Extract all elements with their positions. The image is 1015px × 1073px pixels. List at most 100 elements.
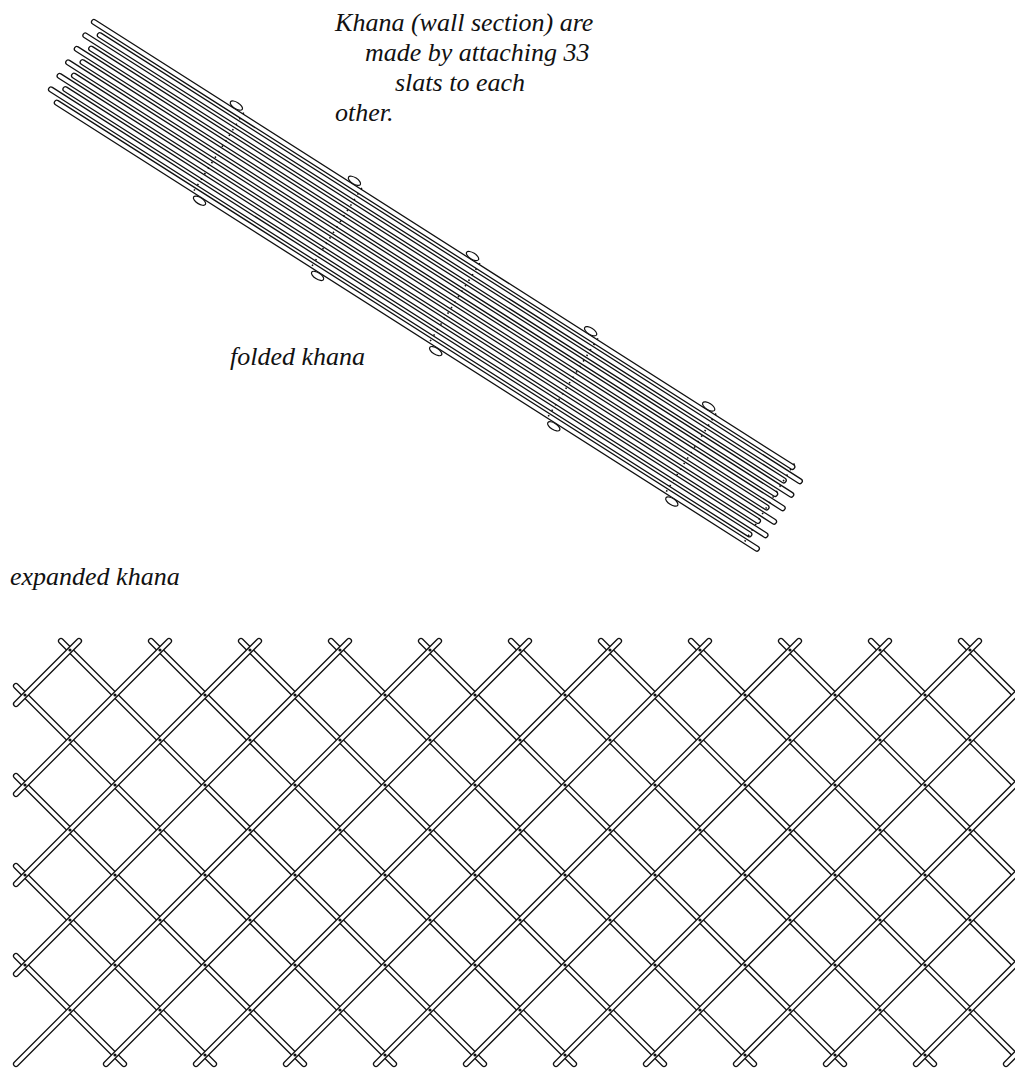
slat-fill: [151, 641, 574, 1064]
slat-fill: [16, 641, 169, 794]
slat: [68, 62, 766, 507]
rivet: [383, 963, 386, 966]
rivet: [293, 1053, 296, 1056]
rivet: [698, 1008, 701, 1011]
rivet: [293, 963, 296, 966]
slat-fill: [331, 641, 754, 1064]
slat-fill: [511, 641, 934, 1064]
rivet: [653, 783, 656, 786]
rivet: [113, 1053, 116, 1056]
rivet: [923, 963, 926, 966]
slat: [556, 641, 979, 1064]
rivet: [428, 1008, 431, 1011]
slat: [61, 641, 484, 1064]
slat-fill: [85, 35, 783, 480]
rivet: [608, 648, 611, 651]
slat: [77, 49, 775, 494]
slat: [83, 62, 783, 508]
rivet: [23, 783, 26, 786]
slat: [91, 49, 791, 495]
rivet: [653, 873, 656, 876]
slat: [16, 641, 259, 884]
slat-fill: [68, 62, 766, 507]
slat-fill: [57, 103, 757, 549]
slat-fill: [646, 641, 1015, 1064]
rivet: [833, 1053, 836, 1056]
rivet: [338, 648, 341, 651]
rivet: [473, 1053, 476, 1056]
rivet: [473, 693, 476, 696]
rivet: [878, 828, 881, 831]
rivet: [788, 1008, 791, 1011]
rivet: [428, 828, 431, 831]
slat-fill: [601, 641, 1015, 1064]
slat-fill: [106, 641, 529, 1064]
rivet: [113, 693, 116, 696]
rivet: [788, 648, 791, 651]
slat-fill: [241, 641, 664, 1064]
rivet: [518, 648, 521, 651]
slat-fill: [51, 89, 749, 534]
rivet: [968, 738, 971, 741]
slat-fill: [196, 641, 619, 1064]
slat: [100, 35, 800, 481]
rivet: [68, 738, 71, 741]
slat: [151, 641, 574, 1064]
rivet: [518, 738, 521, 741]
rivet: [698, 738, 701, 741]
rivet: [788, 828, 791, 831]
slat: [421, 641, 844, 1064]
rivet: [338, 828, 341, 831]
slat-fill: [16, 641, 439, 1064]
rivet-line: [743, 464, 795, 545]
rivet: [878, 1008, 881, 1011]
caption-text-box: Khana (wall section) are made by attachi…: [335, 8, 635, 128]
rivet: [833, 783, 836, 786]
rivet: [248, 648, 251, 651]
rivet: [23, 963, 26, 966]
rivet: [428, 648, 431, 651]
slat-fill: [16, 641, 259, 884]
slat: [60, 76, 758, 521]
slat: [106, 641, 529, 1064]
rivet: [653, 1053, 656, 1056]
rivet: [158, 1008, 161, 1011]
slat-fill: [736, 641, 1015, 1064]
rivet: [833, 693, 836, 696]
rivet: [878, 738, 881, 741]
slat: [16, 641, 79, 704]
rivet: [608, 918, 611, 921]
rivet: [473, 783, 476, 786]
rivet: [563, 693, 566, 696]
rivet: [563, 783, 566, 786]
note-text: Khana (wall section) are made by attachi…: [335, 8, 593, 127]
rivet: [383, 1053, 386, 1056]
slat: [511, 641, 934, 1064]
rivet: [698, 918, 701, 921]
rivet: [113, 783, 116, 786]
rivet: [248, 918, 251, 921]
caption-text-box: folded khana: [230, 342, 365, 372]
rivet: [473, 963, 476, 966]
rivet: [158, 648, 161, 651]
slat: [466, 641, 889, 1064]
slat-end: [546, 420, 561, 433]
slat: [916, 641, 1015, 1064]
rivet: [968, 1008, 971, 1011]
rivet: [293, 693, 296, 696]
rivet: [923, 873, 926, 876]
rivet: [113, 873, 116, 876]
rivet: [923, 693, 926, 696]
rivet: [743, 963, 746, 966]
rivet: [203, 873, 206, 876]
rivet: [518, 828, 521, 831]
rivet: [158, 828, 161, 831]
rivet: [563, 963, 566, 966]
slat-end: [465, 250, 480, 263]
rivet: [743, 783, 746, 786]
rivet: [653, 693, 656, 696]
rivet: [68, 648, 71, 651]
rivet: [203, 783, 206, 786]
rivet: [23, 873, 26, 876]
